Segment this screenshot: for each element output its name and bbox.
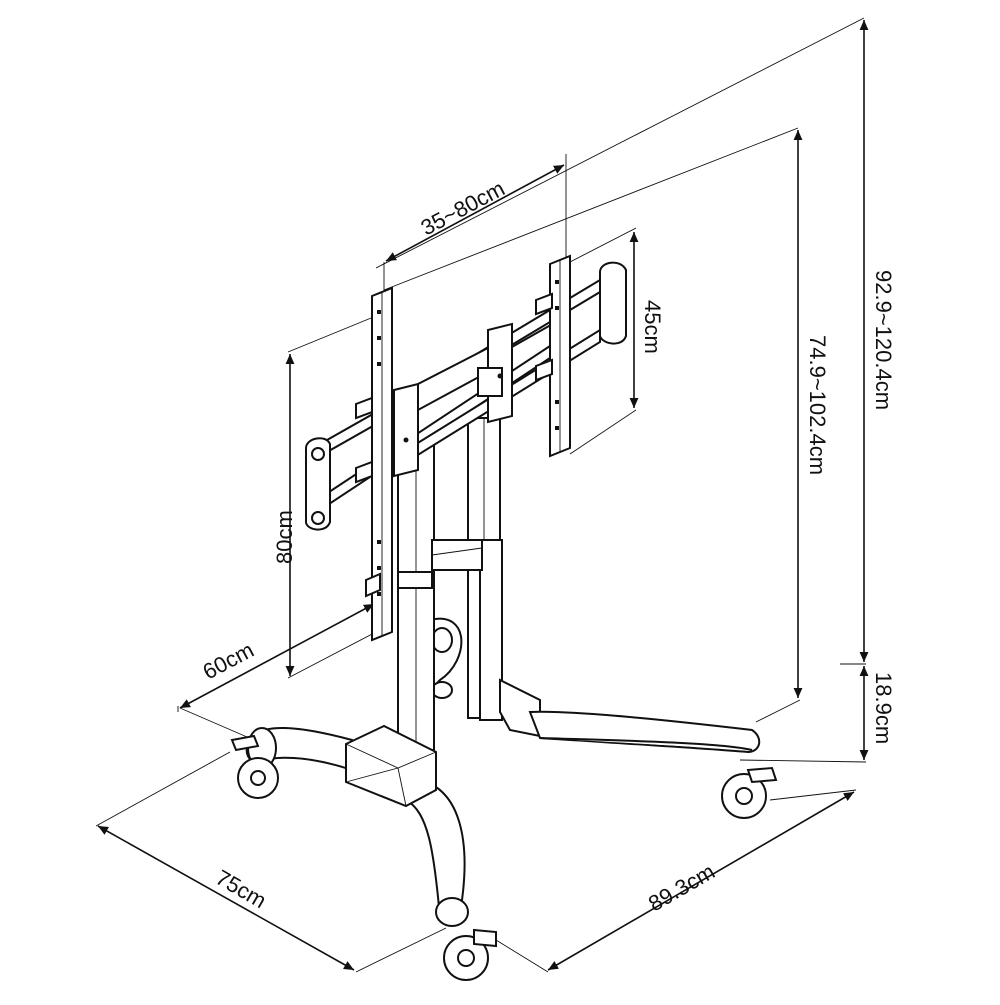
dimension-lines	[95, 17, 869, 973]
caster-left	[230, 734, 279, 799]
caster-right	[721, 766, 778, 819]
base-hub	[345, 724, 437, 808]
tv-stand-drawing	[230, 254, 778, 981]
dim-base-height: 18.9cm	[871, 672, 896, 744]
side-bracket-right	[599, 261, 627, 345]
dim-height-outer: 92.9~120.4cm	[871, 270, 896, 410]
vertical-rail-left	[355, 286, 393, 642]
base-arms	[245, 726, 469, 927]
dim-width-range: 35~80cm	[417, 176, 509, 241]
vertical-rail-right	[535, 254, 571, 458]
dim-mount-width: 60cm	[199, 637, 258, 684]
mount-head	[393, 322, 513, 478]
dim-height-inner: 74.9~102.4cm	[805, 335, 830, 475]
dim-base-width: 89.3cm	[644, 859, 719, 917]
dim-mount-height: 80cm	[272, 510, 297, 564]
caster-front	[443, 928, 497, 981]
front-column	[397, 439, 483, 751]
side-bracket-left	[305, 437, 331, 531]
rear-base	[499, 678, 761, 754]
dim-bracket-height: 45cm	[640, 300, 665, 354]
